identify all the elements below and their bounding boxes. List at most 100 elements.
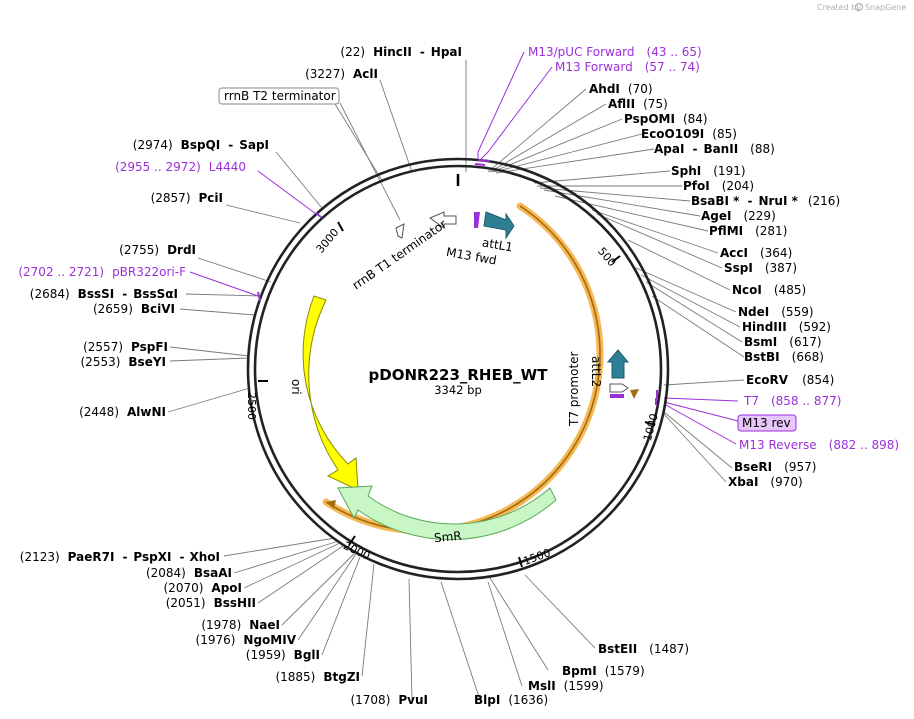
- enzyme-blpi[interactable]: BlpI(1636): [474, 693, 548, 707]
- m13-rev-text: M13 rev: [742, 416, 791, 430]
- primer-pos: (858 .. 877): [771, 394, 841, 408]
- enzyme-bsteii[interactable]: BstEII(1487): [598, 642, 689, 656]
- enzyme-sep2: -: [179, 550, 184, 564]
- enzyme-name: BseRI: [734, 460, 772, 474]
- enzyme-aflii[interactable]: AflII(75): [608, 97, 668, 111]
- enzyme-pos: (75): [643, 97, 668, 111]
- credit-text: Created by: [817, 3, 861, 12]
- rrnb-t2-callout-box: [218, 87, 340, 105]
- enzyme-hincii-hpai[interactable]: (22)HincII-HpaI: [340, 45, 462, 59]
- primer-m13-forward[interactable]: M13 Forward(57 .. 74): [555, 60, 700, 74]
- enzyme-ecorv[interactable]: EcoRV (854): [746, 373, 834, 387]
- enzyme-ncoi[interactable]: NcoI(485): [732, 283, 806, 297]
- enzyme-xbai[interactable]: XbaI(970): [728, 475, 803, 489]
- enzyme-eco0109i[interactable]: EcoO109I(85): [641, 127, 737, 141]
- m13-fwd-primer: [474, 212, 480, 228]
- enzyme-pos: (1487): [649, 642, 689, 656]
- enzyme-msli[interactable]: MslI(1599): [528, 679, 604, 693]
- enzyme-sep: -: [747, 194, 752, 208]
- enzyme-sep: -: [228, 138, 233, 152]
- enzyme-name: EcoRV: [746, 373, 789, 387]
- enzyme-name: DrdI: [167, 243, 196, 257]
- primer-t7[interactable]: T7(858 .. 877): [743, 394, 841, 408]
- enzyme-name: NcoI: [732, 283, 762, 297]
- enzyme-name: ApaI: [654, 142, 684, 156]
- attl1-arrow: [483, 211, 515, 240]
- enzyme-bsssi[interactable]: (2684)BssSI-BssSαI: [30, 287, 178, 301]
- enzyme-pos: (204): [722, 179, 754, 193]
- primer-m13-rev-highlight[interactable]: M13 rev: [737, 414, 797, 432]
- enzyme-pfoi[interactable]: PfoI(204): [683, 179, 754, 193]
- enzyme-alwni[interactable]: (2448)AlwNI: [79, 405, 166, 419]
- enzyme-pos: (3227): [305, 67, 345, 81]
- enzyme-name2: BssSαI: [133, 287, 178, 301]
- enzyme-pos: (2557): [83, 340, 123, 354]
- enzyme-bstbi[interactable]: BstBI(668): [744, 350, 824, 364]
- enzyme-pflmi[interactable]: PflMI(281): [709, 224, 787, 238]
- enzyme-acci[interactable]: AccI(364): [720, 246, 792, 260]
- enzyme-pvui[interactable]: (1708)PvuI: [350, 693, 428, 707]
- primer-pos: (2955 .. 2972): [115, 160, 201, 174]
- rrnb-t2-callout[interactable]: rrnB T2 terminator: [218, 87, 340, 105]
- leader-lines: [167, 60, 745, 701]
- enzyme-pspomi[interactable]: PspOMI(84): [624, 112, 708, 126]
- enzyme-name: BspQI: [181, 138, 221, 152]
- enzyme-pos: (1636): [508, 693, 548, 707]
- enzyme-pos: (2659): [93, 302, 133, 316]
- enzyme-pos: (2448): [79, 405, 119, 419]
- enzyme-naei[interactable]: (1978)NaeI: [201, 618, 280, 632]
- enzyme-btgzi[interactable]: (1885)BtgZI: [275, 670, 360, 684]
- enzyme-bsmi[interactable]: BsmI(617): [744, 335, 822, 349]
- tick-label-500: 500: [595, 245, 618, 269]
- enzyme-ahdi[interactable]: AhdI(70): [589, 82, 653, 96]
- enzyme-pos: (1579): [605, 664, 645, 678]
- enzyme-apai-banii[interactable]: ApaI-BanII(88): [654, 142, 775, 156]
- orf-arc-mid-arrow: [630, 389, 639, 399]
- enzyme-ngomiv[interactable]: (1976)NgoMIV: [196, 633, 297, 647]
- enzyme-pos: (2755): [119, 243, 159, 257]
- enzyme-acli[interactable]: (3227)AclI: [305, 67, 378, 81]
- t7-promoter-arrow: [609, 383, 629, 393]
- enzyme-name: PspFI: [131, 340, 168, 354]
- primer-m13-puc-forward[interactable]: M13/pUC Forward(43 .. 65): [528, 45, 702, 59]
- enzyme-pos: (85): [712, 127, 737, 141]
- enzyme-pos: (191): [713, 164, 745, 178]
- enzyme-drdi[interactable]: (2755) DrdI: [119, 243, 196, 257]
- enzyme-agei[interactable]: AgeI(229): [701, 209, 776, 223]
- enzyme-sep: -: [420, 45, 425, 59]
- attl1-label: attL1: [481, 235, 514, 254]
- enzyme-pspfi[interactable]: (2557) PspFI: [83, 340, 168, 354]
- enzyme-bsaai[interactable]: (2084)BsaAI: [146, 566, 232, 580]
- enzyme-pos: (854): [802, 373, 834, 387]
- enzyme-sphi[interactable]: SphI(191): [671, 164, 746, 178]
- primer-leader-lines: [189, 51, 739, 445]
- enzyme-bgli[interactable]: (1959)BglI: [246, 648, 320, 662]
- enzyme-name2: PspXI: [133, 550, 171, 564]
- enzyme-name: BseYI: [128, 355, 166, 369]
- enzyme-bseyi[interactable]: (2553)BseYI: [81, 355, 167, 369]
- enzyme-name: AhdI: [589, 82, 620, 96]
- enzyme-sspi[interactable]: SspI(387): [724, 261, 797, 275]
- enzyme-hindiii[interactable]: HindIII(592): [742, 320, 831, 334]
- primer-pbr322ori-f[interactable]: (2702 .. 2721)pBR322ori-F: [18, 265, 186, 279]
- enzyme-bseri[interactable]: BseRI(957): [734, 460, 816, 474]
- enzyme-name: BsaBI *: [691, 194, 740, 208]
- primer-m13-reverse[interactable]: M13 Reverse(882 .. 898): [739, 438, 899, 452]
- enzyme-pcii[interactable]: (2857)PciI: [151, 191, 223, 205]
- enzyme-name: NgoMIV: [243, 633, 296, 647]
- enzyme-bspqi-sapi[interactable]: (2974)BspQI-SapI: [133, 138, 269, 152]
- enzyme-apoi[interactable]: (2070)ApoI: [164, 581, 243, 595]
- enzyme-bsshii[interactable]: (2051)BssHII: [166, 596, 256, 610]
- enzyme-pos: (2974): [133, 138, 173, 152]
- enzyme-paer7i-pspxi-xhoi[interactable]: (2123)PaeR7I-PspXI-XhoI: [20, 550, 220, 564]
- ori-arrow: [302, 295, 359, 491]
- primer-l4440[interactable]: (2955 .. 2972)L4440: [115, 160, 246, 174]
- backbone: 500 1000 1500 2000 2500 3000: [245, 157, 670, 581]
- enzyme-bpmi[interactable]: BpmI(1579): [562, 664, 645, 678]
- enzyme-bsabi-nrui[interactable]: BsaBI *-NruI *(216): [691, 194, 840, 208]
- enzyme-bcivi[interactable]: (2659)BciVI: [93, 302, 175, 316]
- tick-2000: [348, 535, 356, 546]
- enzyme-name: SspI: [724, 261, 753, 275]
- enzyme-ndei[interactable]: NdeI(559): [738, 305, 814, 319]
- enzyme-pos: (84): [683, 112, 708, 126]
